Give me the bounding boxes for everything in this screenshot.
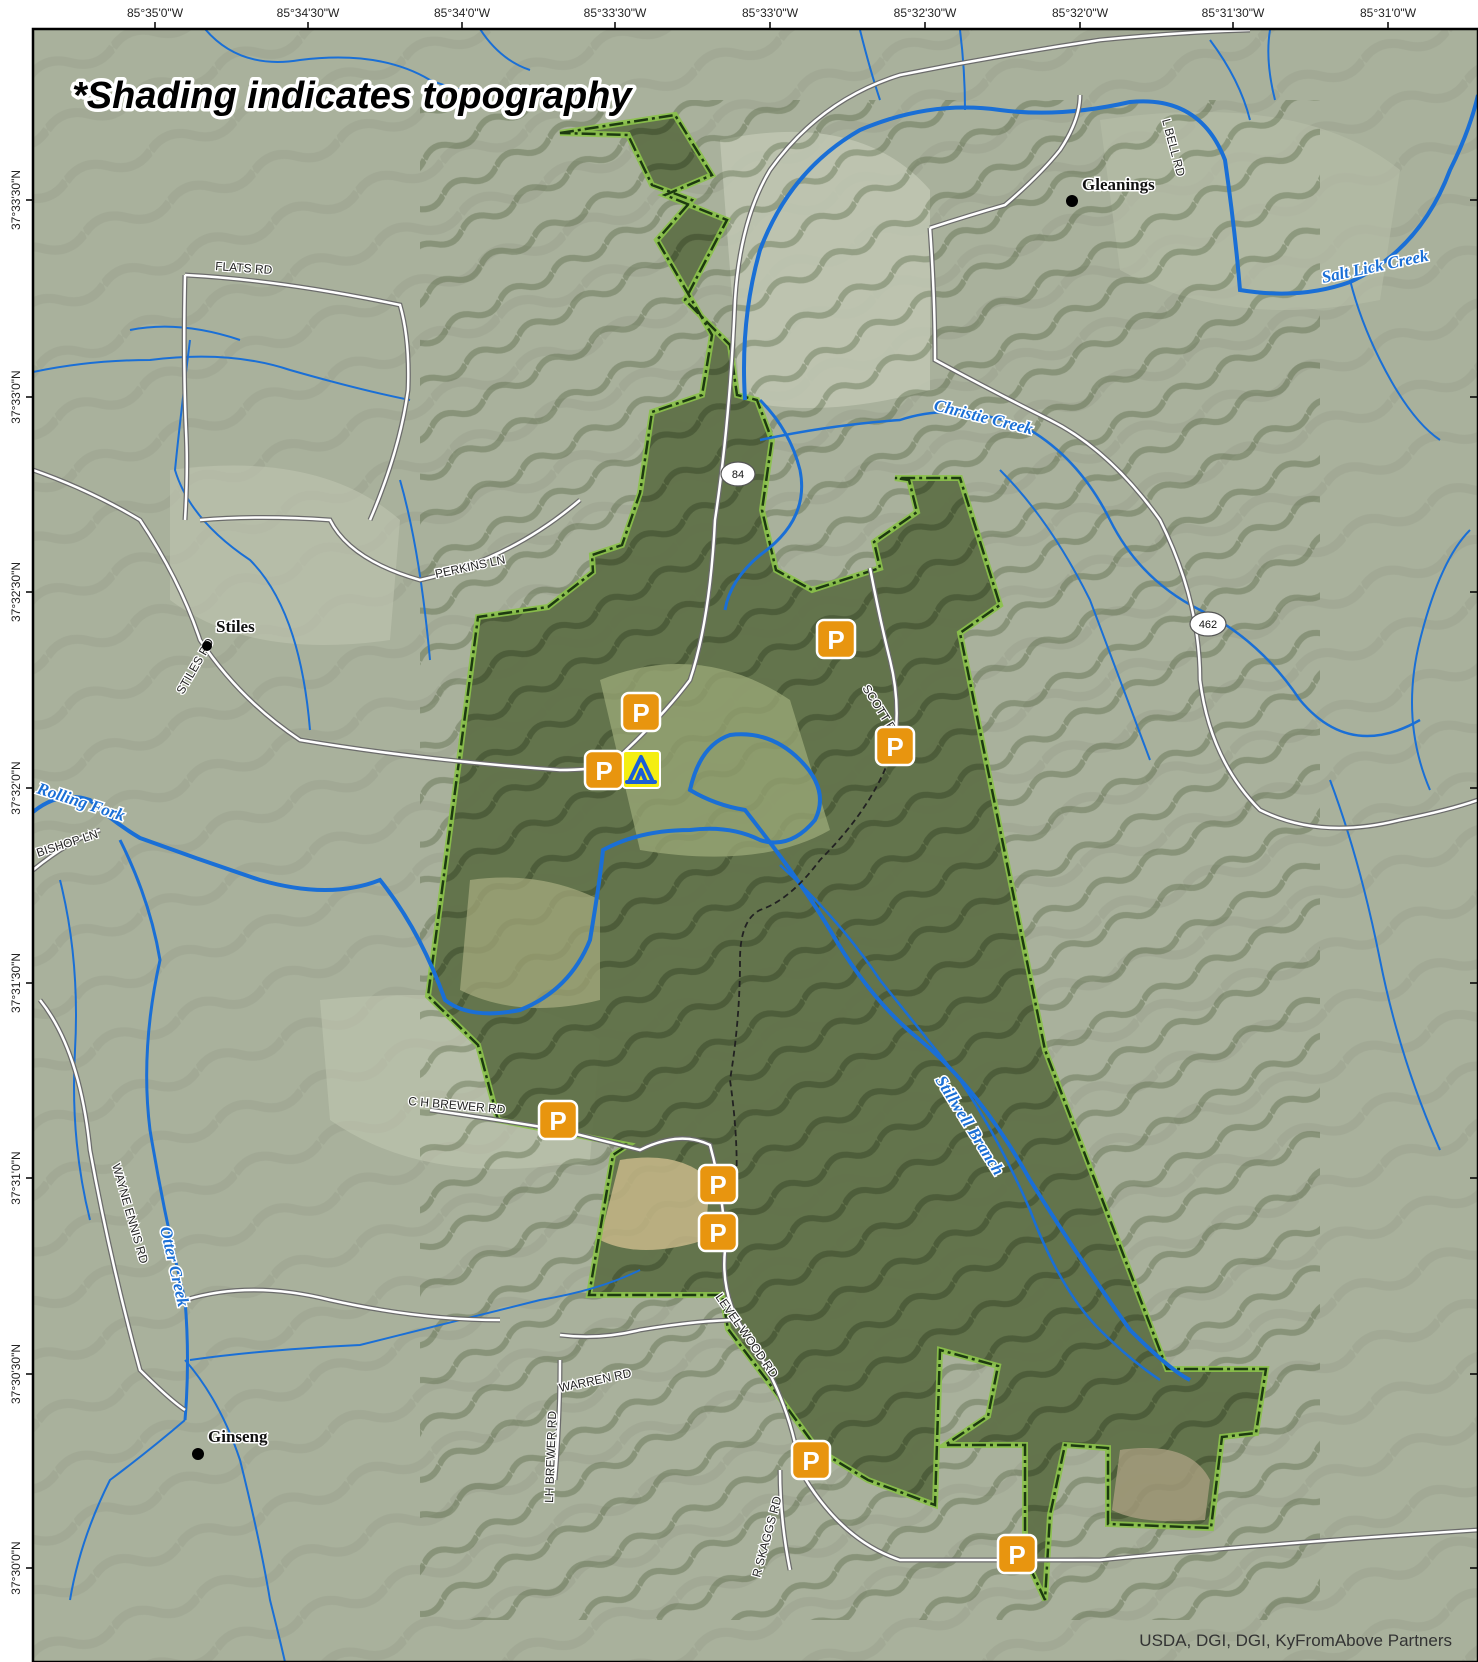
- lon-tick-label: 85°33'0"W: [742, 6, 799, 20]
- place-label-gleanings: Gleanings: [1082, 175, 1155, 194]
- salt-lick-stream: [742, 94, 1478, 401]
- trail-path: [729, 739, 896, 1201]
- lon-tick-label: 85°35'0"W: [127, 6, 184, 20]
- longitude-tick-labels: 85°35'0"W 85°34'30"W 85°34'0"W 85°33'30"…: [127, 6, 1417, 20]
- streams: [33, 29, 1478, 1662]
- park-boundary: [424, 111, 1270, 1602]
- lat-tick-label: 37°30'0"N: [9, 1541, 23, 1594]
- lon-tick-label: 85°32'0"W: [1052, 6, 1109, 20]
- parking-icon-label: P: [595, 756, 612, 786]
- parking-icon-label: P: [802, 1446, 819, 1476]
- place-label-stiles: Stiles: [216, 617, 255, 636]
- lon-tick-label: 85°33'30"W: [584, 6, 647, 20]
- map-frame: [31, 27, 1478, 1662]
- lon-tick-label: 85°31'30"W: [1202, 6, 1265, 20]
- lat-tick-label: 37°33'30"N: [9, 170, 23, 230]
- lat-tick-label: 37°32'30"N: [9, 562, 23, 622]
- lat-tick-label: 37°31'30"N: [9, 953, 23, 1013]
- road-label-flats: FLATS RD: [215, 259, 273, 277]
- parking-icon[interactable]: P: [790, 1439, 832, 1481]
- park-area: [420, 100, 1320, 1620]
- stillwell-branch-stream: [779, 864, 1161, 1382]
- christie-creek-stream: [759, 410, 1421, 738]
- otter-creek-stream: [118, 839, 189, 1421]
- place-label-ginseng: Ginseng: [208, 1427, 268, 1446]
- parking-icon[interactable]: P: [697, 1163, 739, 1205]
- parking-icon-label: P: [827, 625, 844, 655]
- lon-tick-label: 85°34'30"W: [277, 6, 340, 20]
- right-edge-ticks: [1470, 199, 1478, 1569]
- parking-markers: P P P P P P P P: [537, 618, 1038, 1575]
- parking-icon-label: P: [632, 698, 649, 728]
- route-shield-462: 462: [1189, 611, 1227, 637]
- parking-icon-label: P: [709, 1218, 726, 1248]
- roads: [33, 29, 1478, 1571]
- parking-icon-label: P: [886, 732, 903, 762]
- parking-icon[interactable]: P: [874, 725, 916, 767]
- lat-tick-label: 37°30'30"N: [9, 1344, 23, 1404]
- imagery-credit: USDA, DGI, DGI, KyFromAbove Partners: [1139, 1631, 1452, 1650]
- place-ginseng: Ginseng: [192, 1426, 270, 1460]
- parking-icon[interactable]: P: [996, 1533, 1038, 1575]
- place-gleanings: Gleanings: [1066, 174, 1157, 207]
- route-shield-462-label: 462: [1199, 619, 1217, 631]
- parking-icon[interactable]: P: [815, 618, 857, 660]
- lon-tick-label: 85°31'0"W: [1360, 6, 1417, 20]
- lat-tick-label: 37°31'0"N: [9, 1151, 23, 1204]
- lon-tick-label: 85°34'0"W: [434, 6, 491, 20]
- place-stiles: Stiles: [202, 616, 257, 651]
- longitude-tick-marks: [154, 22, 1389, 29]
- topography-note: *Shading indicates topography: [72, 75, 633, 117]
- parking-icon[interactable]: P: [583, 749, 625, 791]
- route-shield-84-label: 84: [732, 469, 744, 481]
- lat-tick-label: 37°33'0"N: [9, 370, 23, 423]
- parking-icon-label: P: [709, 1170, 726, 1200]
- parking-icon-label: P: [1008, 1540, 1025, 1570]
- parking-icon[interactable]: P: [697, 1211, 739, 1253]
- route-shield-84: 84: [720, 461, 756, 487]
- parking-icon-label: P: [549, 1106, 566, 1136]
- lon-tick-label: 85°32'30"W: [894, 6, 957, 20]
- rolling-fork-stream: [33, 732, 1191, 1382]
- campground-icon[interactable]: [622, 750, 661, 789]
- latitude-tick-labels: 37°33'30"N 37°33'0"N 37°32'30"N 37°32'0"…: [9, 170, 23, 1595]
- lat-tick-label: 37°32'0"N: [9, 761, 23, 814]
- latitude-tick-marks: [26, 199, 33, 1569]
- road-label-lh-brewer: LH BREWER RD: [542, 1410, 559, 1503]
- parking-icon[interactable]: P: [537, 1099, 579, 1141]
- parking-icon[interactable]: P: [620, 691, 662, 733]
